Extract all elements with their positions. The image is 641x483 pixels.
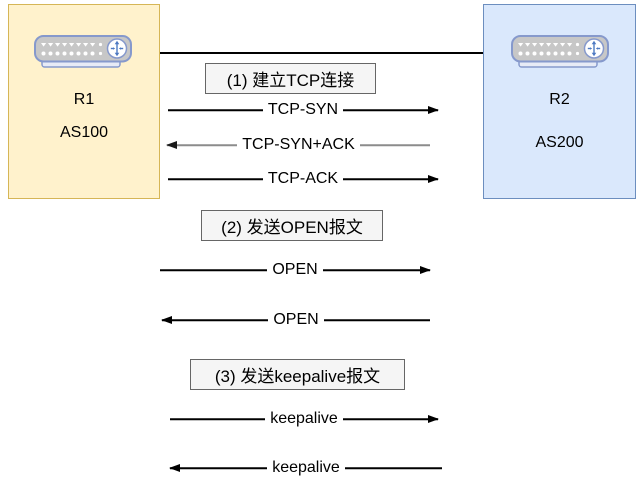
arrowhead-left-icon [161,316,172,324]
actor-r2-box: R2 AS200 [483,4,636,199]
message-label: keepalive [265,410,343,428]
message-keepalive-left: keepalive [169,457,442,479]
message-label: TCP-SYN [262,101,344,119]
message-open-right: OPEN [160,259,431,281]
actor-r1-box: R1 AS100 [8,4,160,199]
message-tcp-syn-ack: TCP-SYN+ACK [166,134,430,156]
arrowhead-right-icon [428,175,439,183]
actor-r1-name: R1 [73,91,95,108]
router-icon [34,35,132,68]
message-tcp-ack: TCP-ACK [168,168,439,190]
arrowhead-right-icon [428,106,439,114]
phase-3-label: (3) 发送keepalive报文 [190,359,405,390]
message-keepalive-right: keepalive [170,408,439,430]
phase-2-label: (2) 发送OPEN报文 [201,210,383,241]
message-label: OPEN [267,261,323,279]
actor-r1-as: AS100 [59,124,109,141]
message-label: keepalive [267,459,345,477]
arrowhead-left-icon [169,464,180,472]
message-open-left: OPEN [161,309,430,331]
message-tcp-syn: TCP-SYN [168,99,439,121]
arrowhead-right-icon [420,266,431,274]
router-icon [511,35,609,68]
router-link-line [128,52,510,54]
arrowhead-right-icon [428,415,439,423]
message-label: OPEN [268,311,324,329]
message-label: TCP-ACK [262,170,344,188]
phase-1-label: (1) 建立TCP连接 [205,63,376,94]
actor-r2-name: R2 [549,91,570,108]
arrowhead-left-icon [166,141,177,149]
actor-r2-as: AS200 [535,134,584,151]
message-label: TCP-SYN+ACK [237,136,360,154]
